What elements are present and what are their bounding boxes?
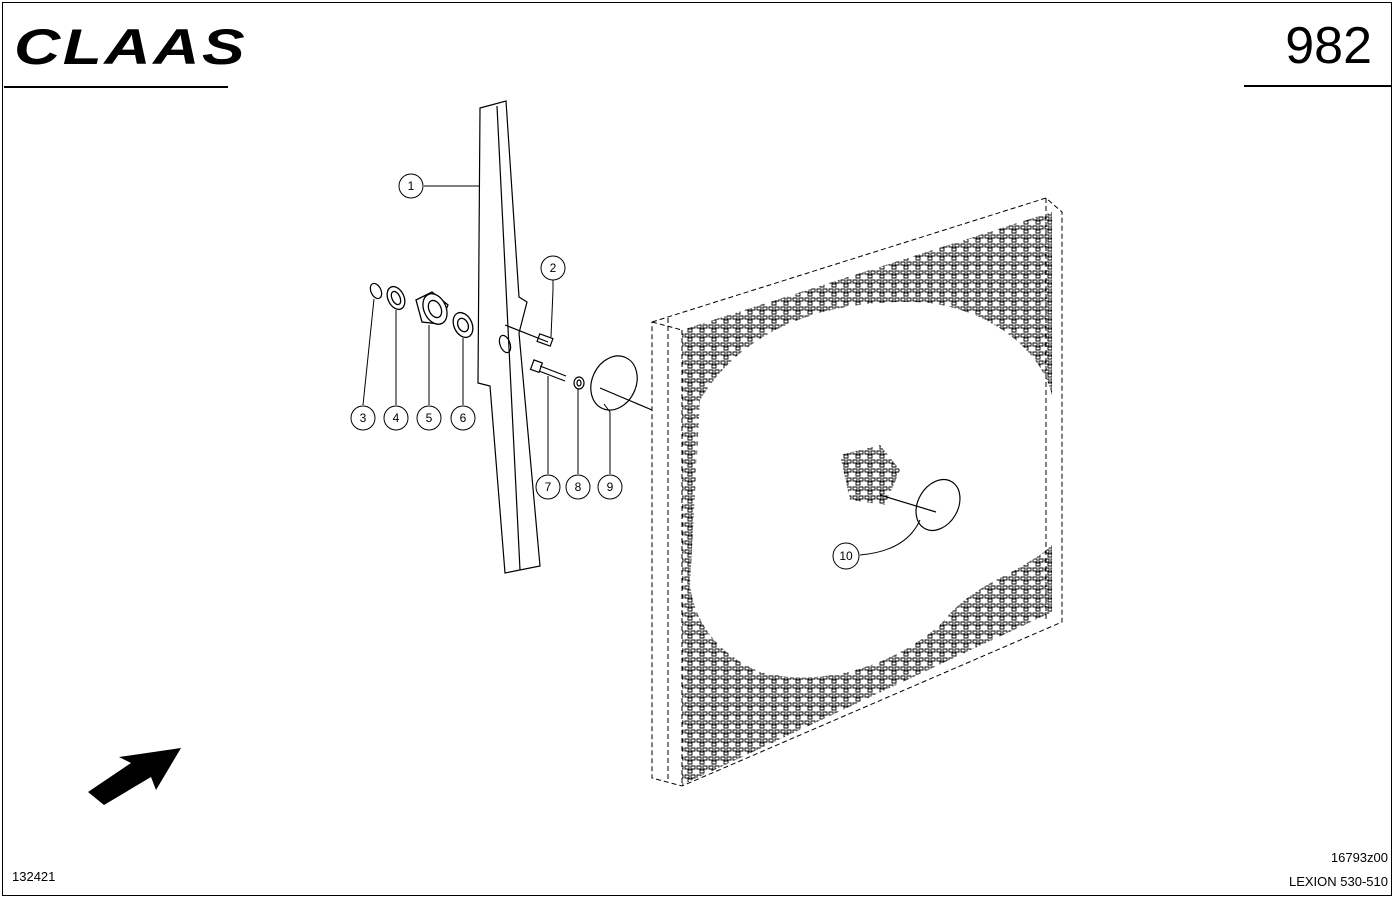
- seal-ring-part: [386, 285, 406, 311]
- svg-text:9: 9: [607, 480, 614, 494]
- cover-cap-part: [590, 355, 653, 411]
- callout-5: 5: [416, 405, 442, 431]
- drawing-code: 16793z00: [1330, 850, 1388, 865]
- svg-text:10: 10: [839, 549, 853, 563]
- callout-1: 1: [398, 173, 424, 199]
- svg-text:8: 8: [575, 480, 582, 494]
- figure-id: 132421: [12, 869, 56, 884]
- brand-logo: CLAAS: [14, 22, 245, 72]
- bearing-part: [452, 311, 474, 339]
- page-number-underline: [1244, 85, 1392, 87]
- svg-text:7: 7: [545, 480, 552, 494]
- model-name: LEXION 530-510: [1288, 874, 1388, 889]
- direction-arrow-icon: [88, 748, 181, 805]
- svg-text:1: 1: [408, 179, 415, 193]
- side-bar-part: [477, 100, 541, 574]
- center-cap-part: [879, 478, 961, 532]
- callout-8: 8: [565, 474, 591, 500]
- bushing-part: [415, 291, 449, 325]
- page-number: 982: [1285, 17, 1372, 75]
- callout-3: 3: [350, 405, 376, 431]
- svg-text:5: 5: [426, 411, 433, 425]
- callout-9: 9: [597, 474, 623, 500]
- callout-4: 4: [383, 405, 409, 431]
- svg-text:3: 3: [360, 411, 367, 425]
- bolt-long-part: [529, 359, 567, 382]
- svg-text:2: 2: [550, 261, 557, 275]
- logo-underline: [4, 86, 228, 88]
- brand-logo-text: CLAAS: [14, 19, 248, 75]
- callout-7: 7: [535, 474, 561, 500]
- radiator-grille: [651, 197, 1063, 787]
- washer-part: [573, 376, 585, 390]
- svg-text:6: 6: [460, 411, 467, 425]
- callout-10: 10: [832, 542, 860, 570]
- leader-lines: [362, 185, 921, 556]
- callout-2: 2: [540, 255, 566, 281]
- snap-ring-part: [369, 282, 383, 300]
- bolt-short-part: [504, 324, 554, 347]
- callout-6: 6: [450, 405, 476, 431]
- svg-text:4: 4: [393, 411, 400, 425]
